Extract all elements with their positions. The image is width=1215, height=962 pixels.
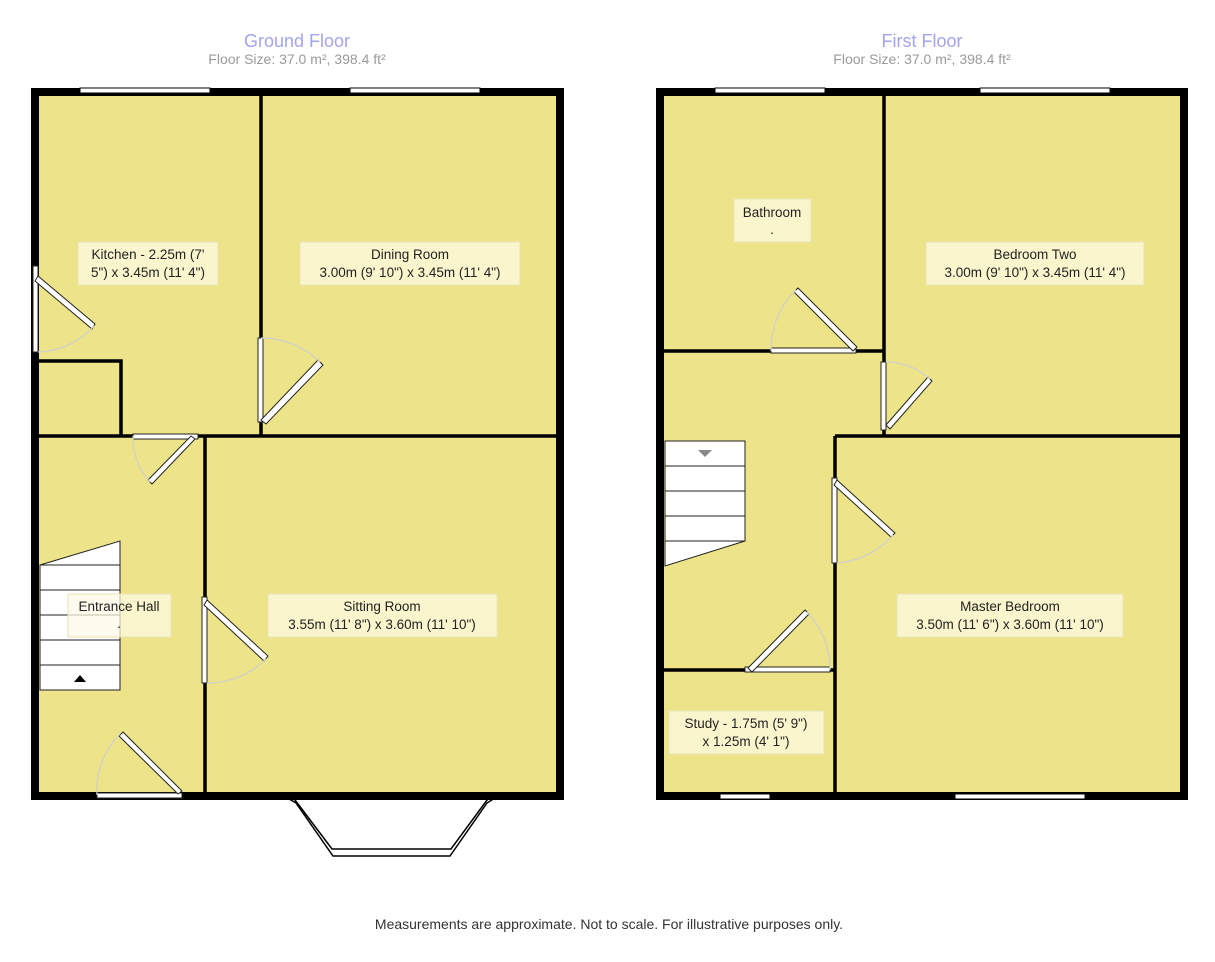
window [714,87,826,94]
ground-floor-size: Floor Size: 37.0 m², 398.4 ft² [208,51,386,67]
master-bedroom-dimensions: 3.50m (11' 6") x 3.60m (11' 10") [916,617,1104,632]
master-bedroom-label: Master Bedroom [960,599,1060,614]
window [954,793,1086,800]
stairs-down-arrow-icon [698,450,712,457]
door [880,361,887,431]
kitchen-dimensions: 5") x 3.45m (11' 4") [91,265,205,280]
door [257,337,264,423]
kitchen-label: Kitchen - 2.25m (7' [92,247,205,262]
window [719,793,771,800]
door [770,347,857,354]
sitting-room-dimensions: 3.55m (11' 8") x 3.60m (11' 10") [288,617,476,632]
entrance-hall-dimensions: . [117,616,121,631]
ground-floor-title: Ground Floor [244,31,350,51]
window [79,87,211,94]
study-label: Study - 1.75m (5' 9") [685,716,808,731]
study-dimensions: x 1.25m (4' 1") [703,734,790,749]
ground-floor-plan: Kitchen - 2.25m (7' 5") x 3.45m (11' 4")… [31,87,564,857]
stairs-up-arrow-icon [74,675,86,682]
front-door [96,792,183,799]
first-floor-title: First Floor [882,31,963,51]
bedroom-two-dimensions: 3.00m (9' 10") x 3.45m (11' 4") [944,265,1125,280]
bathroom-label: Bathroom [743,205,802,220]
entrance-hall-label: Entrance Hall [78,599,159,614]
first-floor-plan: Bathroom . Bedroom Two 3.00m (9' 10") x … [656,87,1188,800]
sitting-room-label: Sitting Room [343,599,420,614]
dining-room-dimensions: 3.00m (9' 10") x 3.45m (11' 4") [319,265,500,280]
window [349,87,481,94]
window [979,87,1111,94]
staircase [664,440,746,567]
bedroom-two-label: Bedroom Two [993,247,1076,262]
bay-window [283,795,499,857]
dining-room-label: Dining Room [371,247,449,262]
first-floor-size: Floor Size: 37.0 m², 398.4 ft² [833,51,1011,67]
disclaimer-footer: Measurements are approximate. Not to sca… [375,916,843,932]
bathroom-dimensions: . [770,222,774,237]
door [201,596,208,684]
door [744,666,831,673]
door [831,477,838,564]
door [32,265,39,353]
